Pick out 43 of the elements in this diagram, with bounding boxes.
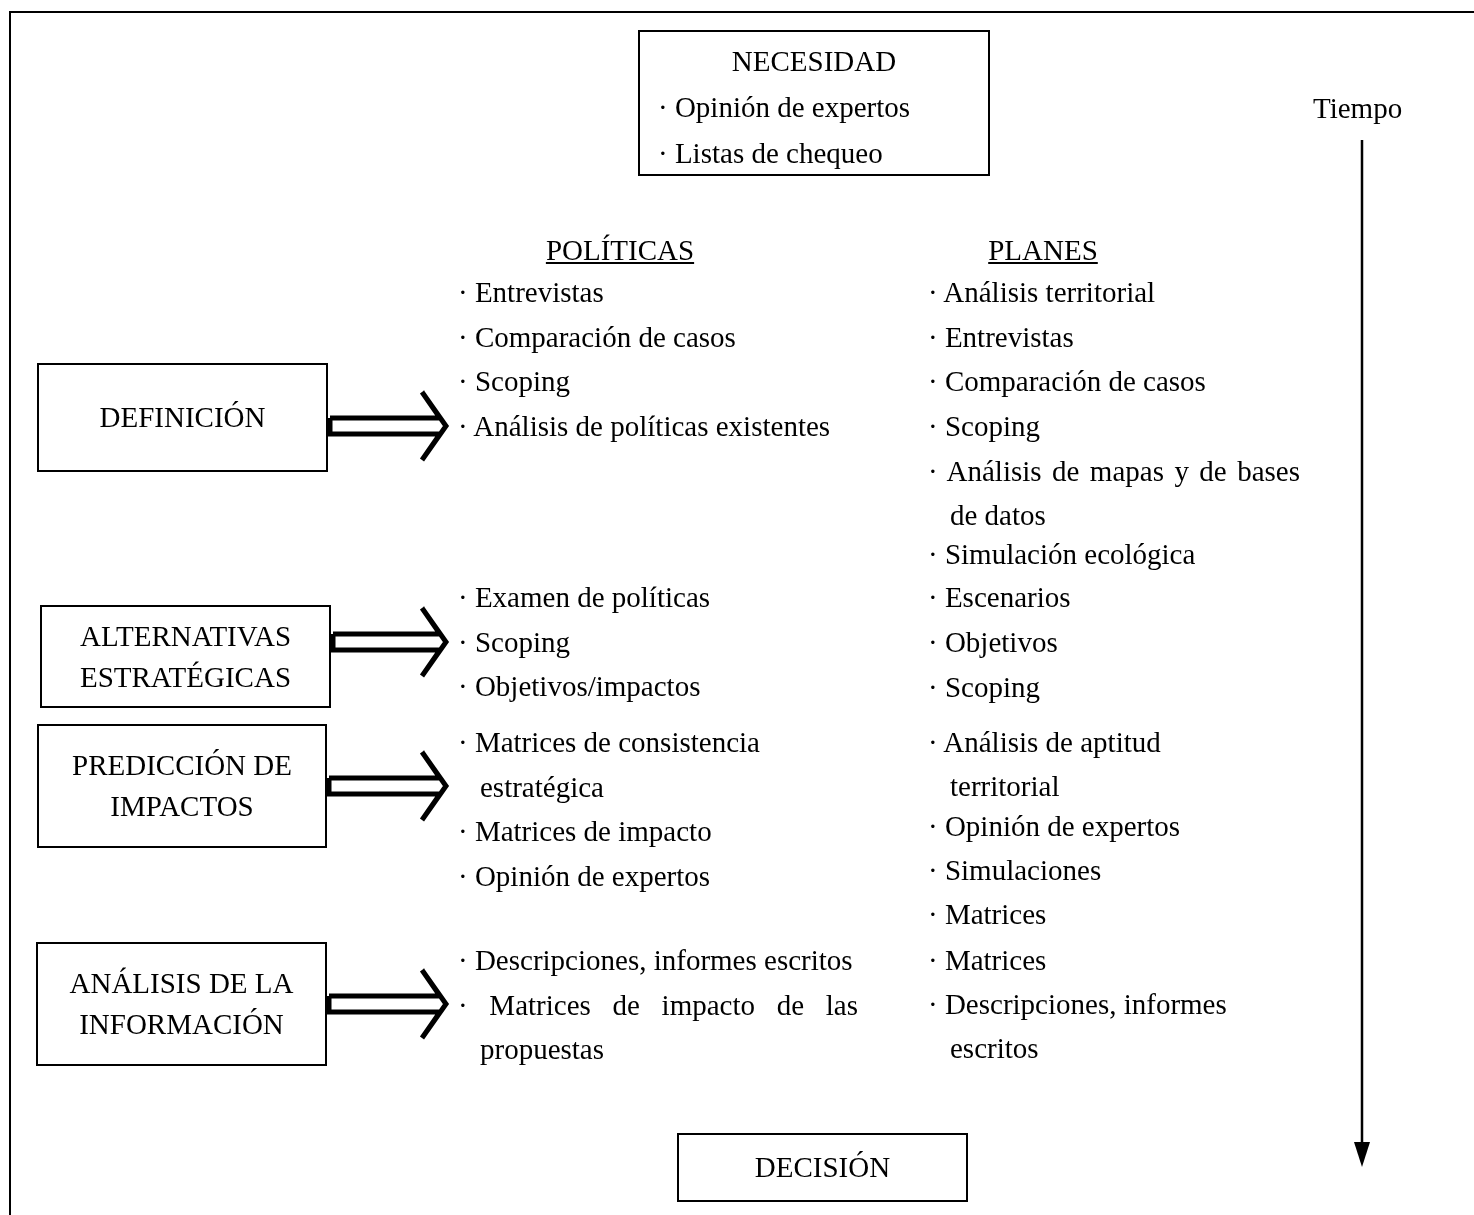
stage-box: ANÁLISIS DE LA INFORMACIÓN bbox=[36, 942, 327, 1066]
list-item: · Análisis territorial bbox=[928, 274, 1157, 310]
column-heading: POLÍTICAS bbox=[544, 232, 696, 268]
list-item: · Opinión de expertos bbox=[658, 90, 911, 125]
stage-box: PREDICCIÓN DE IMPACTOS bbox=[37, 724, 327, 848]
list-item: · Objetivos/impactos bbox=[458, 669, 702, 704]
double-arrow bbox=[327, 389, 450, 463]
list-item: · Scoping bbox=[928, 408, 1041, 444]
list-item: · Scoping bbox=[458, 624, 571, 660]
list-item: · Scoping bbox=[928, 669, 1041, 705]
double-arrow bbox=[330, 605, 450, 679]
list-item: · Matrices de consistencia estratégica bbox=[458, 725, 761, 805]
list-item: · Listas de chequeo bbox=[658, 136, 883, 171]
stage-box: ALTERNATIVAS ESTRATÉGICAS bbox=[40, 605, 331, 708]
list-item: · Entrevistas bbox=[928, 319, 1075, 355]
list-item: · Análisis de mapas y de bases de datos bbox=[928, 453, 1300, 533]
list-item: · Objetivos bbox=[928, 624, 1059, 660]
list-item: · Opinión de expertos bbox=[928, 808, 1182, 844]
list-item: · Opinión de expertos bbox=[458, 858, 712, 894]
list-item: · Análisis de políticas existentes bbox=[458, 408, 832, 444]
list-item: · Matrices bbox=[928, 896, 1048, 932]
list-item: · Matrices de impacto bbox=[458, 814, 713, 849]
list-item: · Matrices de impacto de las propuestas bbox=[458, 987, 858, 1067]
process-box bbox=[638, 30, 990, 176]
list-item: · Simulaciones bbox=[928, 852, 1103, 888]
box-heading: NECESIDAD bbox=[731, 44, 897, 79]
list-item: · Descripciones, informes escritos bbox=[458, 943, 854, 978]
column-heading: PLANES bbox=[987, 232, 1099, 268]
list-item: · Simulación ecológica bbox=[928, 536, 1197, 572]
stage-box: DEFINICIÓN bbox=[37, 363, 328, 472]
list-item: · Entrevistas bbox=[458, 275, 605, 310]
list-item: · Comparación de casos bbox=[928, 363, 1207, 399]
list-item: · Comparación de casos bbox=[458, 319, 737, 355]
list-item: · Escenarios bbox=[928, 579, 1072, 615]
stage-box: DECISIÓN bbox=[677, 1133, 968, 1202]
time-label: Tiempo bbox=[1313, 90, 1404, 126]
list-item: · Descripciones, informes escritos bbox=[928, 986, 1228, 1066]
list-item: · Matrices bbox=[928, 942, 1048, 978]
double-arrow bbox=[326, 749, 450, 823]
list-item: · Examen de políticas bbox=[458, 580, 712, 615]
double-arrow bbox=[326, 967, 450, 1041]
list-item: · Scoping bbox=[458, 364, 571, 399]
list-item: · Análisis de aptitud territorial bbox=[928, 724, 1162, 804]
